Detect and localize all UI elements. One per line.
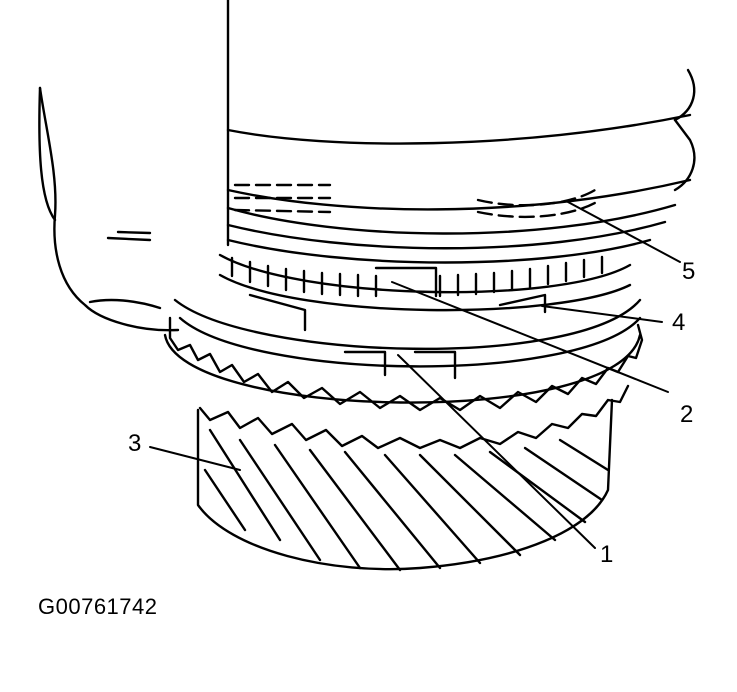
blocker-ring [173, 293, 642, 380]
callout-1: 1 [600, 541, 613, 568]
gear-teeth-ring [163, 316, 644, 450]
callout-5: 5 [682, 258, 695, 285]
gear-body [196, 398, 614, 572]
hand-silhouette [38, 86, 180, 332]
splined-ring [218, 253, 632, 312]
figure-id-caption: G00761742 [38, 594, 158, 619]
leader-lines [149, 201, 681, 549]
callout-4: 4 [672, 309, 685, 336]
callout-3: 3 [128, 430, 141, 457]
upper-cylinder [226, 0, 696, 264]
callout-2: 2 [680, 401, 693, 428]
